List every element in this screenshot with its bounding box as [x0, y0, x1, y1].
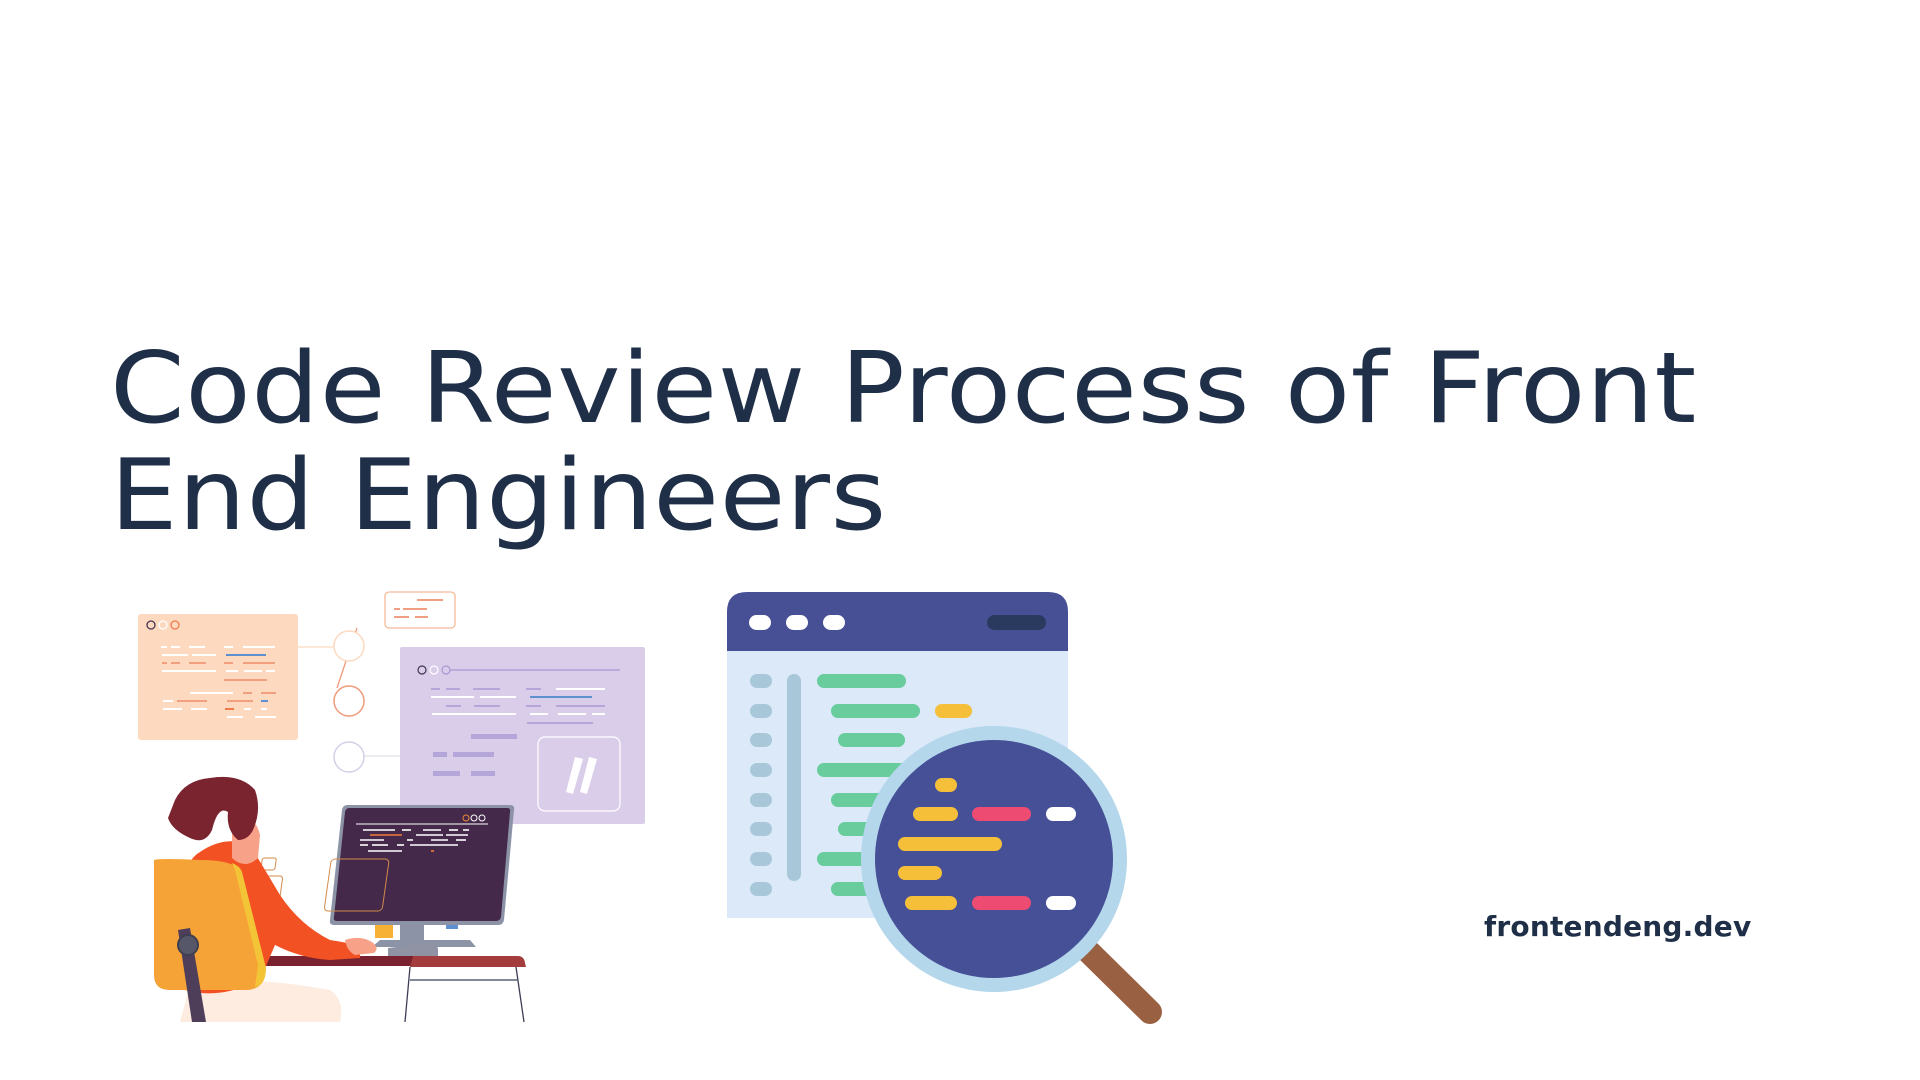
title-line-1: Code Review Process of Front — [110, 332, 1697, 446]
connector-lines — [298, 591, 456, 773]
desk-icon — [262, 943, 526, 1023]
code-window-icon — [727, 592, 1068, 918]
woman-figure-icon — [154, 776, 377, 1022]
magnifying-glass-icon — [861, 726, 1162, 1024]
page-title: Code Review Process of Front End Enginee… — [110, 336, 1697, 550]
title-line-2: End Engineers — [110, 439, 887, 553]
monitor-icon — [219, 805, 515, 947]
lavender-code-card-icon — [400, 647, 645, 824]
magnified-code-lines — [898, 778, 1076, 910]
peach-code-card-icon — [138, 614, 298, 740]
site-domain-label: frontendeng.dev — [1484, 910, 1752, 943]
